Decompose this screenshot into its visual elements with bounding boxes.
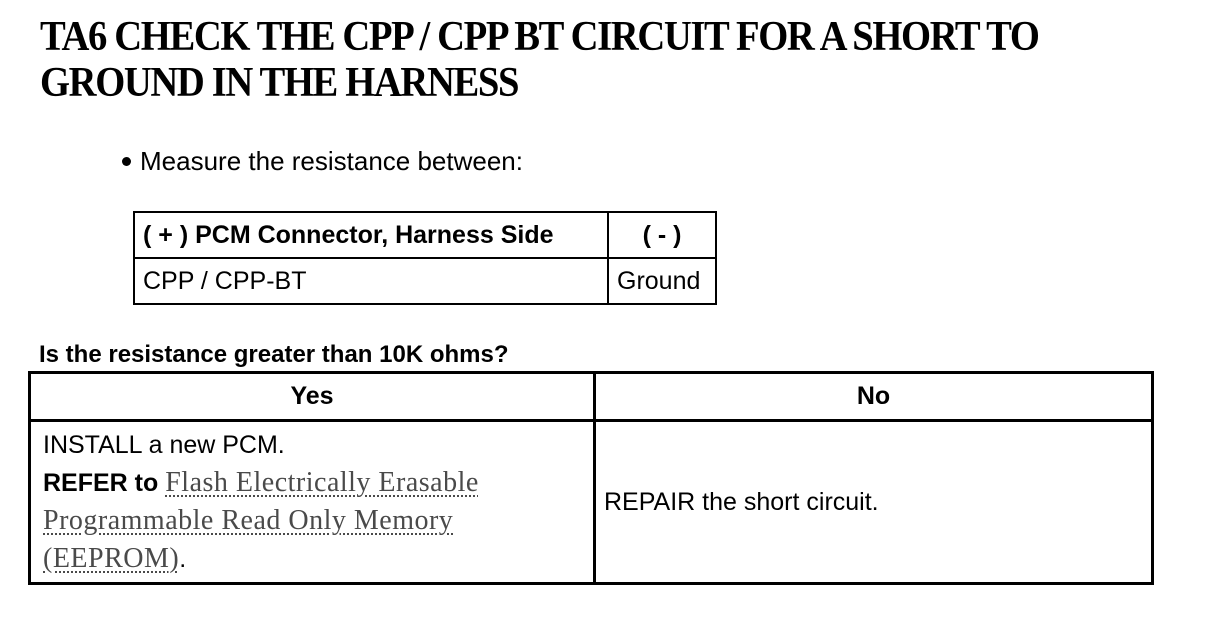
- table-row: ( + ) PCM Connector, Harness Side ( - ): [133, 211, 717, 259]
- decision-cell-yes: INSTALL a new PCM. REFER to Flash Electr…: [28, 419, 596, 585]
- page-title: TA6 CHECK THE CPP / CPP BT CIRCUIT FOR A…: [40, 14, 1040, 106]
- measure-header-plus: ( + ) PCM Connector, Harness Side: [133, 211, 609, 259]
- table-row: Yes No: [28, 371, 1154, 422]
- yes-refer-prefix: REFER to: [43, 469, 166, 497]
- measure-cell-ground: Ground: [607, 257, 717, 305]
- page-title-line-2: GROUND IN THE HARNESS: [40, 60, 519, 106]
- page-title-line-1: TA6 CHECK THE CPP / CPP BT CIRCUIT FOR A…: [40, 14, 1040, 60]
- instruction-text: Measure the resistance between:: [140, 146, 523, 176]
- table-row: CPP / CPP-BT Ground: [133, 257, 717, 305]
- eeprom-procedure-link[interactable]: Flash Electrically Erasable Programmable…: [43, 467, 479, 574]
- decision-table: Yes No INSTALL a new PCM. REFER to Flash…: [28, 371, 1154, 585]
- measure-cell-circuit: CPP / CPP-BT: [133, 257, 609, 305]
- measurement-table: ( + ) PCM Connector, Harness Side ( - ) …: [133, 211, 717, 305]
- yes-action-install: INSTALL a new PCM.: [43, 431, 285, 459]
- measure-header-minus: ( - ): [607, 211, 717, 259]
- decision-header-no: No: [593, 371, 1154, 422]
- yes-refer-suffix: .: [179, 545, 187, 573]
- bullet-icon: [122, 157, 131, 166]
- question-text: Is the resistance greater than 10K ohms?: [39, 341, 509, 368]
- decision-header-yes: Yes: [28, 371, 596, 422]
- table-row: INSTALL a new PCM. REFER to Flash Electr…: [28, 419, 1154, 585]
- instruction-item: Measure the resistance between:: [122, 146, 523, 177]
- decision-cell-no: REPAIR the short circuit.: [593, 419, 1154, 585]
